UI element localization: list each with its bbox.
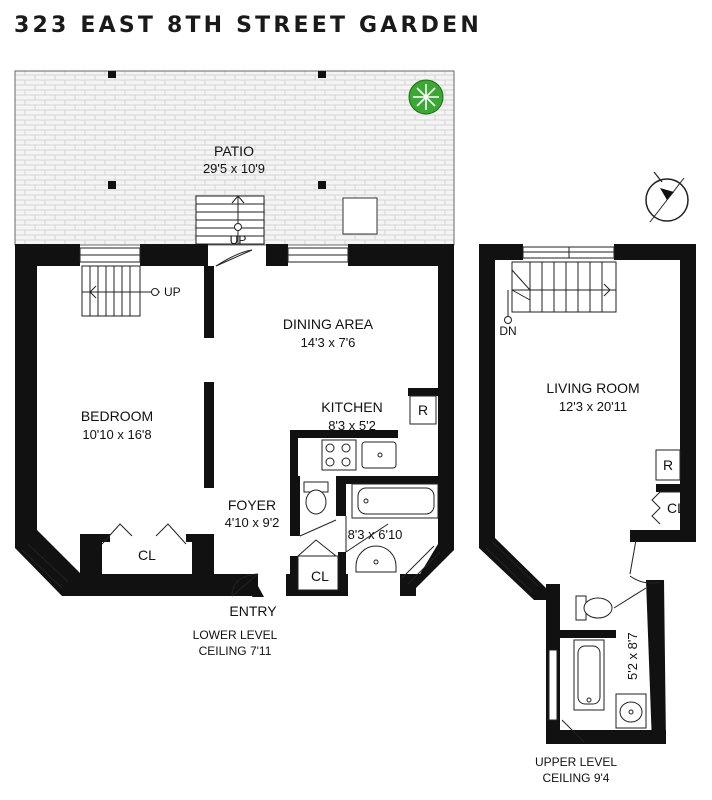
lower-bath-dims: 8'3 x 6'10 (348, 527, 403, 542)
upper-bath-fixtures (573, 595, 647, 729)
patio-dims: 29'5 x 10'9 (203, 161, 265, 176)
bedroom-name: BEDROOM (81, 408, 153, 424)
patio-name: PATIO (214, 143, 254, 159)
upper-ceiling-label: CEILING 9'4 (543, 771, 610, 785)
living-name: LIVING ROOM (546, 380, 639, 396)
living-closet-label: CL (667, 500, 685, 516)
living-fridge-label: R (663, 457, 673, 473)
patio-stairs-up: UP (230, 233, 247, 247)
lower-ceiling-label: CEILING 7'11 (199, 644, 272, 658)
bedroom-stairs-up: UP (164, 285, 181, 299)
lower-level-label: LOWER LEVEL (193, 628, 278, 642)
entry-label: ENTRY (229, 603, 277, 619)
lower-bath-fixtures (297, 481, 439, 591)
bedroom-stairs (81, 265, 160, 317)
kitchen-name: KITCHEN (321, 399, 382, 415)
plant-icon (408, 79, 444, 115)
living-dims: 12'3 x 20'11 (559, 399, 627, 414)
foyer-name: FOYER (228, 497, 276, 513)
compass-icon (645, 171, 689, 223)
upper-stairs (504, 261, 617, 324)
dining-dims: 14'3 x 7'6 (301, 335, 356, 350)
upper-level-label: UPPER LEVEL (535, 755, 617, 769)
upper-walls (479, 244, 696, 744)
bedroom-closet-label: CL (138, 547, 156, 563)
upper-bath-dims: 5'2 x 8'7 (625, 632, 640, 680)
dining-name: DINING AREA (283, 316, 374, 332)
bath-closet-label: CL (311, 568, 329, 584)
kitchen-appliances (321, 395, 437, 471)
lower-windows (79, 247, 349, 263)
patio (14, 70, 455, 246)
foyer-dims: 4'10 x 9'2 (225, 515, 280, 530)
upper-stairs-dn: DN (499, 324, 516, 338)
plan-title: 323 EAST 8TH STREET GARDEN (14, 13, 482, 38)
entry-door[interactable] (231, 573, 264, 597)
bedroom-dims: 10'10 x 16'8 (82, 427, 151, 442)
kitchen-fridge-label: R (418, 402, 428, 418)
kitchen-dims: 8'3 x 5'2 (328, 418, 376, 433)
